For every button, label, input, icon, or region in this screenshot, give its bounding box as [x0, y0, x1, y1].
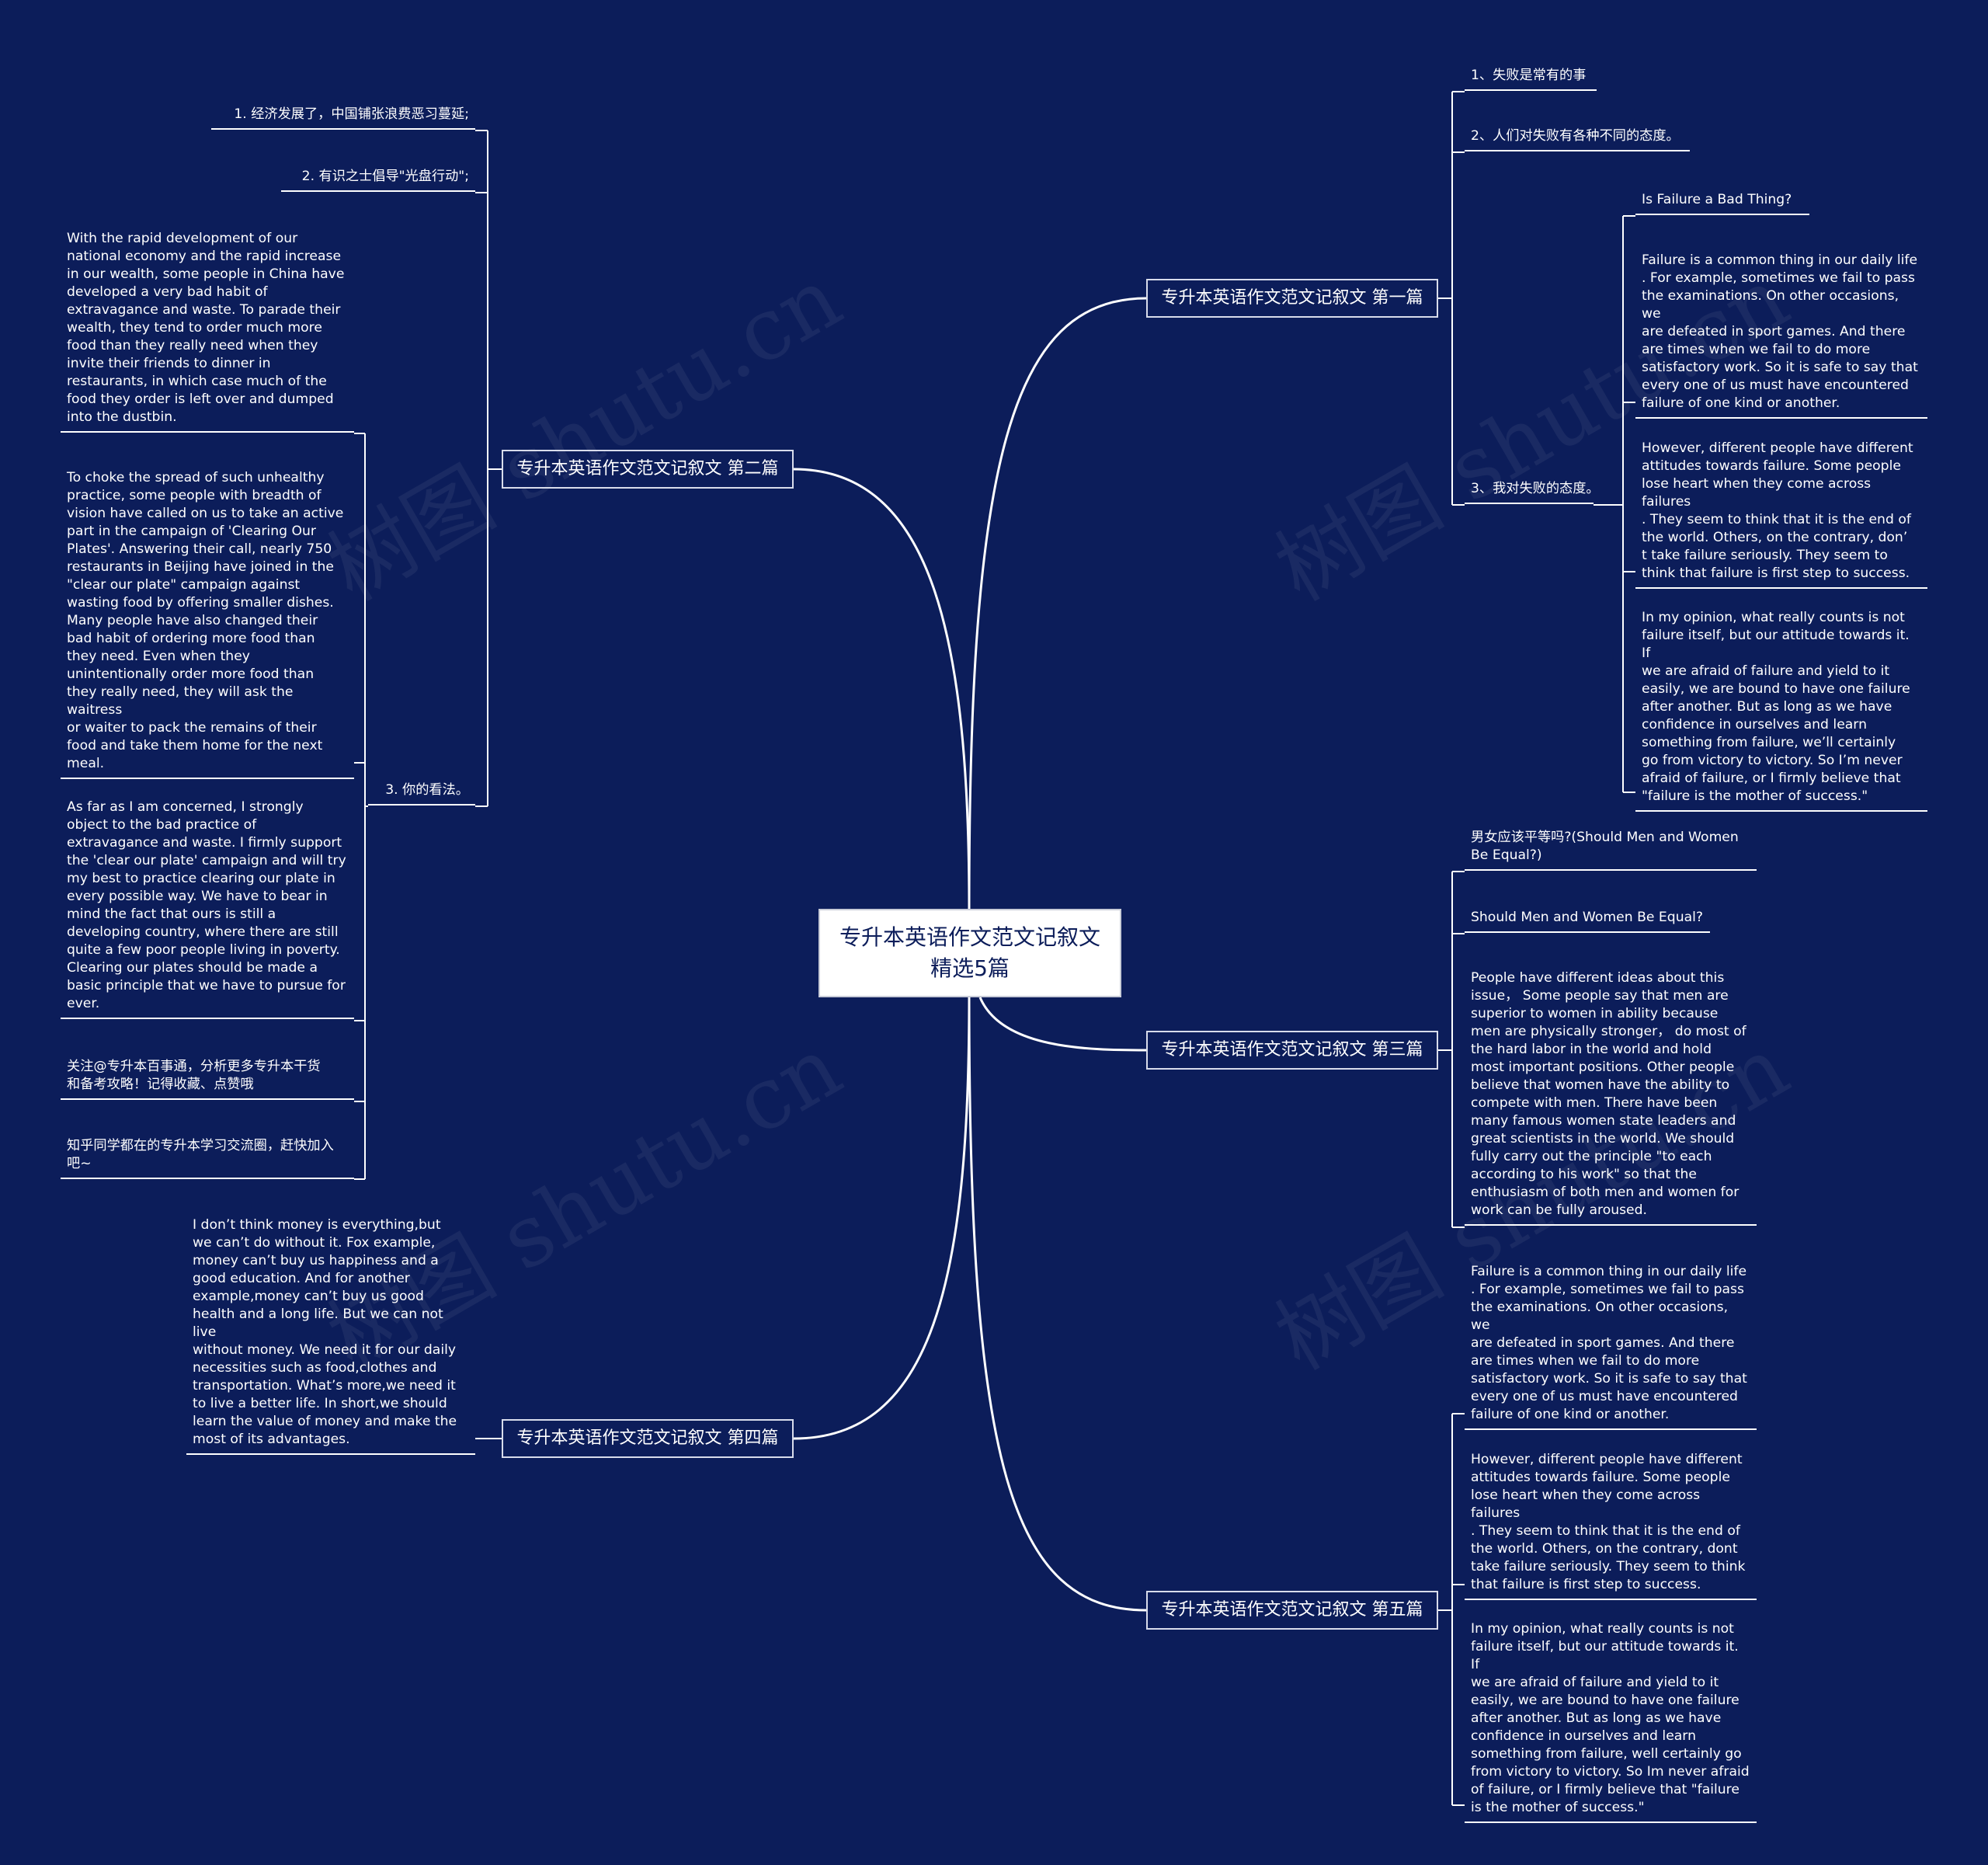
b2-sub-follow-note[interactable]: 关注@专升本百事通，分析更多专升本干货 和备考攻略！记得收藏、点赞哦 [61, 1058, 354, 1100]
connector-b4 [793, 997, 971, 1440]
b1-sub-title[interactable]: Is Failure a Bad Thing? [1635, 191, 1809, 215]
b3-item-title-bilingual[interactable]: 男女应该平等吗?(Should Men and Women Be Equal?) [1465, 829, 1757, 871]
b4-item-paragraph[interactable]: I don’t think money is everything,but we… [186, 1216, 475, 1455]
b5-item-paragraph-2[interactable]: However, different people have different… [1465, 1451, 1757, 1600]
branch-topic-1[interactable]: 专升本英语作文范文记叙文 第一篇 [1146, 279, 1438, 318]
b2-sub-join-note[interactable]: 知乎同学都在的专升本学习交流圈，赶快加入 吧~ [61, 1137, 354, 1179]
b2-sub-paragraph-1[interactable]: With the rapid development of our nation… [61, 230, 354, 433]
b5-item-paragraph-1[interactable]: Failure is a common thing in our daily l… [1465, 1263, 1757, 1430]
b2-item-2[interactable]: 2. 有识之士倡导"光盘行动"; [281, 168, 475, 192]
central-topic[interactable]: 专升本英语作文范文记叙文精选5篇 [818, 909, 1121, 997]
b1-item-2[interactable]: 2、人们对失败有各种不同的态度。 [1465, 127, 1690, 151]
branch-topic-4[interactable]: 专升本英语作文范文记叙文 第四篇 [502, 1419, 794, 1458]
b2-sub-paragraph-2[interactable]: To choke the spread of such unhealthy pr… [61, 469, 354, 779]
b1-item-3[interactable]: 3、我对失败的态度。 [1465, 480, 1600, 504]
b3-item-title[interactable]: Should Men and Women Be Equal? [1465, 909, 1710, 933]
connector-b2 [793, 468, 971, 910]
b1-sub-paragraph-1[interactable]: Failure is a common thing in our daily l… [1635, 252, 1927, 419]
b2-item-1[interactable]: 1. 经济发展了，中国铺张浪费恶习蔓延; [211, 106, 475, 130]
branch-topic-5[interactable]: 专升本英语作文范文记叙文 第五篇 [1146, 1591, 1438, 1630]
b5-item-paragraph-3[interactable]: In my opinion, what really counts is not… [1465, 1620, 1757, 1823]
branch-topic-3[interactable]: 专升本英语作文范文记叙文 第三篇 [1146, 1031, 1438, 1070]
connector-b1 [968, 297, 1147, 910]
b1-item-1[interactable]: 1、失败是常有的事 [1465, 67, 1597, 91]
branch-topic-2[interactable]: 专升本英语作文范文记叙文 第二篇 [502, 450, 794, 489]
connector-b5 [968, 997, 1147, 1612]
connector-b3 [978, 997, 1147, 1052]
b3-item-paragraph[interactable]: People have different ideas about this i… [1465, 969, 1757, 1226]
b1-sub-paragraph-2[interactable]: However, different people have different… [1635, 440, 1927, 589]
b1-sub-paragraph-3[interactable]: In my opinion, what really counts is not… [1635, 609, 1927, 812]
b2-item-3[interactable]: 3. 你的看法。 [368, 781, 475, 805]
b2-sub-paragraph-3[interactable]: As far as I am concerned, I strongly obj… [61, 799, 354, 1019]
